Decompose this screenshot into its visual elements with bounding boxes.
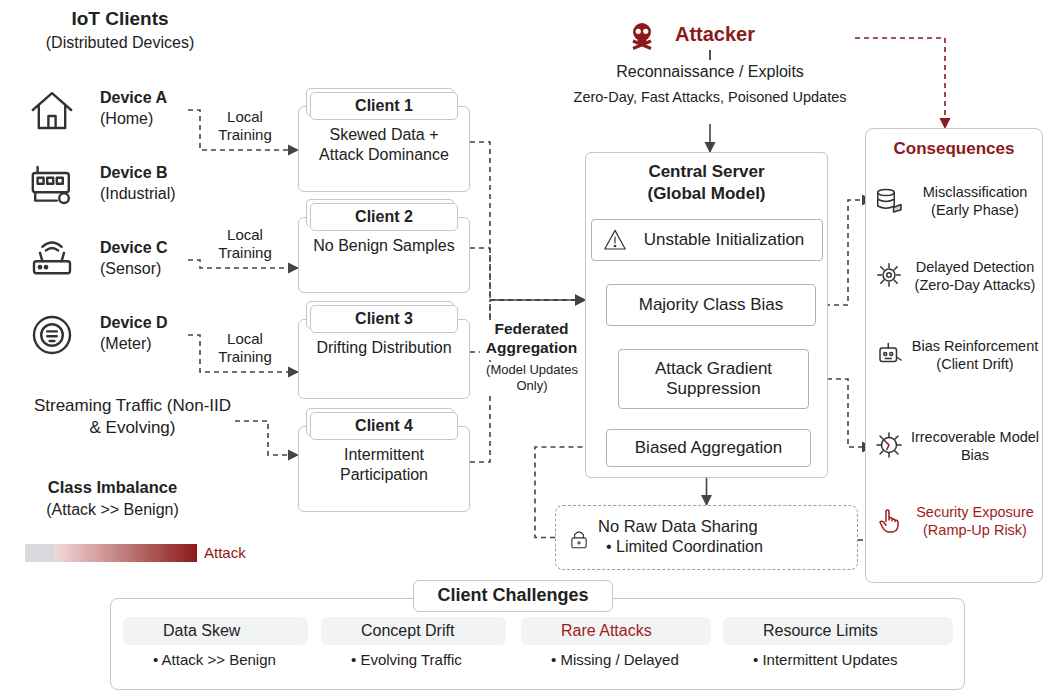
node-title: Resource Limits [723, 617, 953, 645]
node-text: (Home) [100, 109, 188, 130]
device-node: Device B(Industrial) [28, 157, 188, 213]
constraint-box: No Raw Data Sharing• Limited Coordinatio… [555, 505, 858, 570]
edge-label: Local Training [212, 108, 278, 144]
client-box: Client 1Skewed Data + Attack Dominance [298, 92, 470, 192]
node-title: Attack Gradient Suppression [625, 359, 802, 400]
benign-bar [25, 544, 55, 562]
node-title: Client 4 [310, 412, 458, 440]
icon [28, 86, 76, 134]
node-title: Attacker [565, 20, 855, 48]
node-title: Irrecoverable Model Bias [910, 426, 1040, 466]
process-box: Attack Gradient Suppression [618, 349, 809, 409]
text-label: IoT Clients [30, 8, 210, 31]
node-text: (Sensor) [100, 259, 188, 280]
node-title: Misclassification (Early Phase) [910, 181, 1040, 221]
consequence-item: Security Exposure (Ramp-Up Risk) [872, 501, 1040, 541]
consequence-item: Irrecoverable Model Bias [872, 426, 1040, 466]
connector [235, 421, 298, 455]
connector [858, 539, 865, 541]
connector [470, 248, 585, 300]
consequence-item: Misclassification (Early Phase) [872, 181, 1040, 221]
node-title: Biased Aggregation [635, 438, 782, 458]
node-title: Client Challenges [413, 580, 613, 612]
process-box: Biased Aggregation [606, 429, 811, 467]
edge-label: Local Training [212, 330, 278, 366]
connector [706, 478, 708, 505]
node-title: No Raw Data Sharing [598, 516, 849, 537]
text-label: (Attack >> Benign) [20, 500, 205, 519]
node-title: Concept Drift [321, 617, 506, 645]
node-title: Client 1 [310, 92, 458, 120]
process-box: Majority Class Bias [606, 284, 816, 326]
node-title: Unstable Initialization [644, 230, 805, 250]
challenge-item: Resource Limits • Intermittent Updates [723, 617, 953, 683]
traffic-source: Streaming Traffic (Non-IID & Evolving) [30, 395, 235, 447]
challenge-panel: Client ChallengesData Skew• Attack >> Be… [110, 598, 965, 690]
node-text: • Intermittent Updates [723, 651, 953, 670]
attacker-node: AttackerReconnaissance / ExploitsZero-Da… [565, 20, 855, 124]
icon [28, 311, 76, 359]
node-title: Majority Class Bias [639, 295, 784, 315]
icon [874, 185, 904, 215]
connector [470, 300, 585, 462]
text-label: (Distributed Devices) [20, 33, 220, 52]
icon [28, 161, 76, 209]
node-title: Delayed Detection (Zero-Day Attacks) [910, 256, 1040, 296]
consequence-item: Delayed Detection (Zero-Day Attacks) [872, 256, 1040, 296]
icon [874, 260, 904, 290]
text-label: Class Imbalance [20, 478, 205, 498]
tick-line [709, 50, 711, 60]
node-title: Bias Reinforcement (Client Drift) [910, 335, 1040, 375]
node-text: • Evolving Traffic [321, 651, 506, 670]
challenge-item: Rare Attacks • Missing / Delayed [521, 617, 711, 683]
connector [709, 124, 711, 152]
device-node: Device D(Meter) [28, 307, 188, 363]
node-title: Client 2 [310, 203, 458, 231]
server-box: Central Server (Global Model) Unstable In… [585, 152, 828, 478]
node-title: Rare Attacks [521, 617, 711, 645]
node-text: • Missing / Delayed [521, 651, 711, 670]
consequence-item: Bias Reinforcement (Client Drift) [872, 335, 1040, 375]
node-text: Reconnaissance / Exploits [565, 62, 855, 83]
connector [470, 142, 585, 300]
node-title: Client 3 [310, 305, 458, 333]
challenge-item: Data Skew • Attack >> Benign [123, 617, 308, 683]
attack-bar [55, 544, 197, 562]
client-box: Client 2No Benign Samples [298, 203, 470, 293]
node-title: Consequences [866, 139, 1042, 159]
client-box: Client 4Intermittent Participation [298, 412, 470, 512]
icon [874, 339, 904, 369]
icon [874, 505, 904, 535]
node-title: Device C [100, 238, 188, 259]
node-text: (Industrial) [100, 184, 188, 205]
text-label: (Model Updates Only) [482, 362, 582, 393]
icon [627, 20, 657, 50]
icon [28, 236, 76, 284]
text-label: Attack [204, 544, 274, 562]
node-title: Device A [100, 88, 188, 109]
client-box: Client 3Drifting Distribution [298, 305, 470, 399]
node-title: Security Exposure (Ramp-Up Risk) [910, 501, 1040, 541]
node-title: Central Server (Global Model) [627, 161, 787, 205]
consequence-panel: ConsequencesMisclassification (Early Pha… [865, 128, 1043, 583]
node-text: • Limited Coordination [598, 537, 849, 558]
icon [874, 430, 904, 460]
node-title: Data Skew [123, 617, 308, 645]
node-text: Zero-Day, Fast Attacks, Poisoned Updates [565, 87, 855, 107]
challenge-item: Concept Drift • Evolving Traffic [321, 617, 506, 683]
process-box: Unstable Initialization [591, 219, 823, 261]
icon [568, 526, 590, 552]
connector [855, 38, 945, 128]
edge-label: Local Training [212, 226, 278, 262]
node-text: • Attack >> Benign [123, 651, 308, 670]
node-title: Streaming Traffic (Non-IID & Evolving) [30, 395, 235, 439]
device-node: Device A(Home) [28, 82, 188, 138]
device-node: Device C(Sensor) [28, 232, 188, 288]
node-title: Device B [100, 163, 188, 184]
node-text: (Meter) [100, 334, 188, 355]
node-title: Device D [100, 313, 188, 334]
icon [602, 228, 628, 252]
text-label: Federated Aggregation [480, 320, 583, 357]
